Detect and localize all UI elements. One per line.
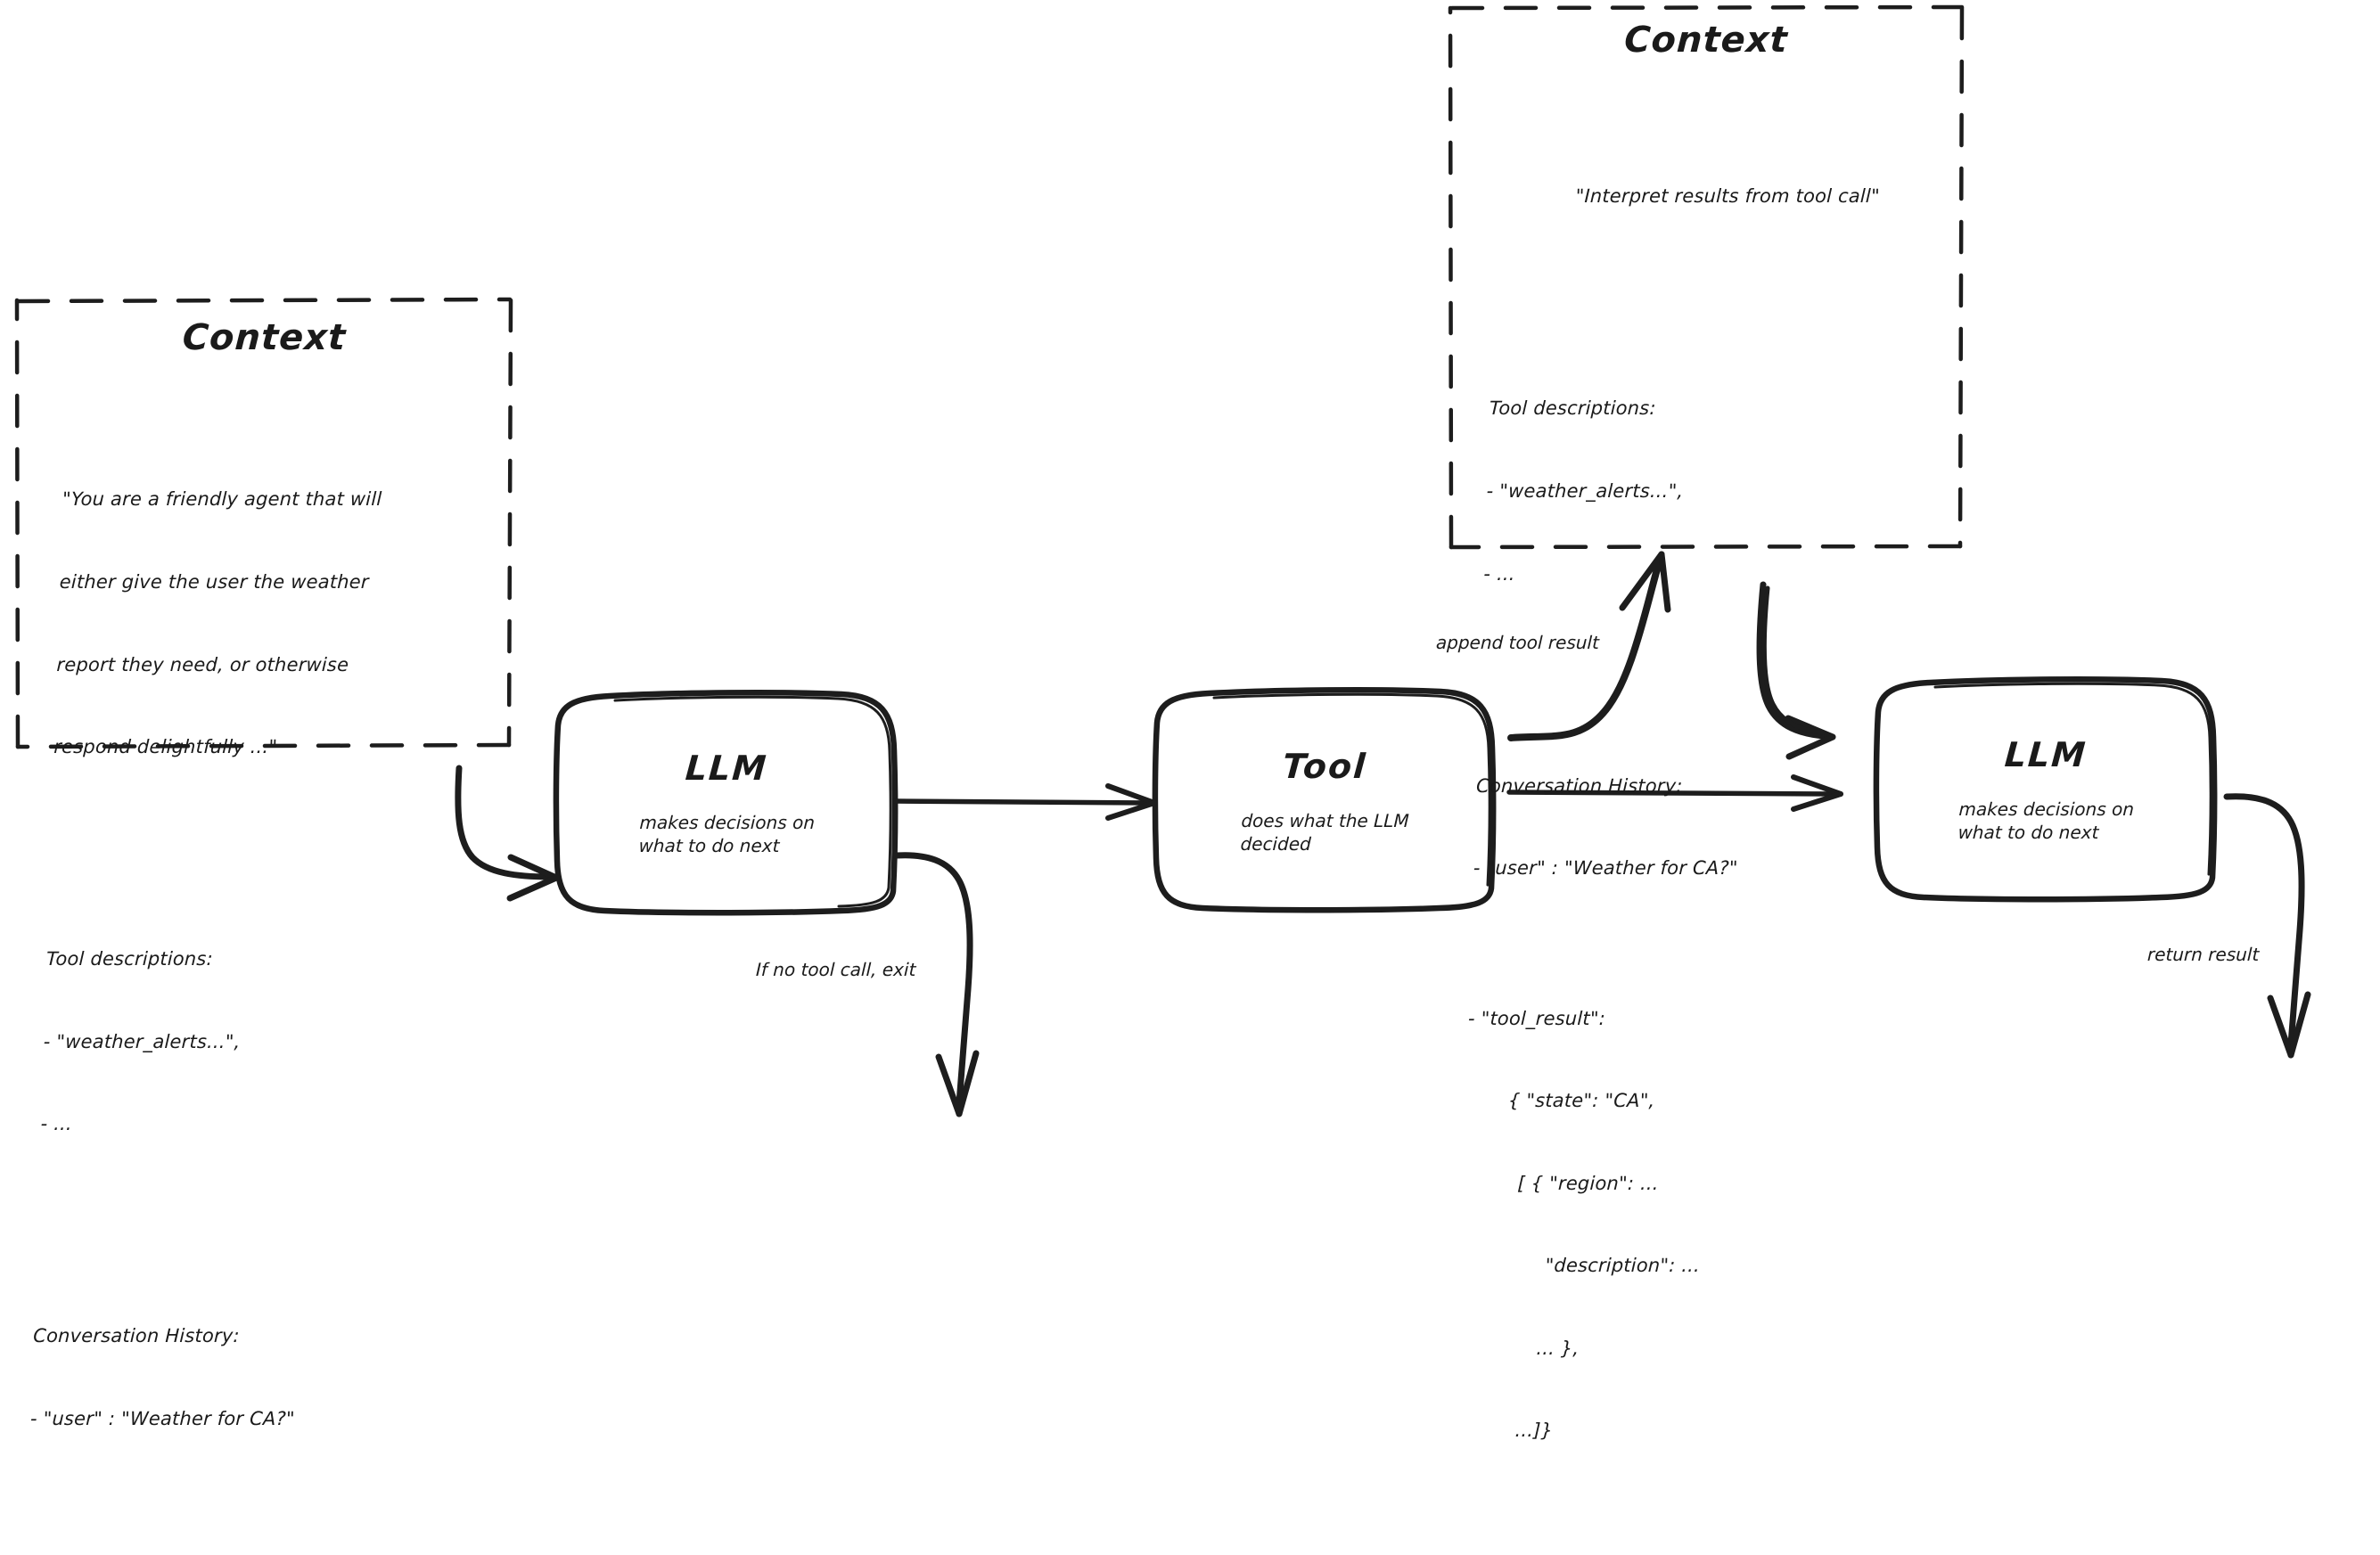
node-llm-left-title: LLM	[684, 748, 769, 788]
context-left-history-line: Conversation History:	[32, 1325, 241, 1347]
edge-return-result-arrow	[2223, 793, 2311, 1059]
context-left-tools-line: - "weather_alerts...",	[43, 1030, 241, 1052]
context-left-prompt-line: either give the user the weather	[59, 571, 370, 593]
context-left-history-line: - "user" : "Weather for CA?"	[29, 1407, 296, 1429]
context-right-tool-descriptions: Tool descriptions: - "weather_alerts..."…	[1481, 340, 1954, 642]
context-right-history-line: - "tool_result":	[1467, 1007, 1606, 1029]
node-llm-left[interactable]: LLM makes decisions on what to do next	[557, 693, 896, 913]
edge-llm-to-tool-arrow	[892, 783, 1157, 821]
node-tool-subtitle-line: decided	[1240, 833, 1312, 855]
context-right-title: Context	[1623, 20, 1789, 61]
edge-label-append-tool-result: append tool result	[1435, 632, 1600, 653]
context-right-system-prompt: "Interpret results from tool call"	[1494, 128, 1960, 266]
diagram-canvas: Context "You are a friendly agent that w…	[14, 4, 2311, 1441]
node-llm-right[interactable]: LLM makes decisions on what to do next	[1876, 681, 2215, 898]
context-right-history-line: [ { "region": ...	[1462, 1172, 1660, 1194]
context-right-history-line: ...]}	[1453, 1420, 1554, 1442]
context-left-tools-line: - ...	[40, 1113, 73, 1135]
node-tool-subtitle: does what the LLM decided	[1240, 809, 1409, 856]
context-right-box: Context "Interpret results from tool cal…	[1450, 7, 1962, 1441]
context-right-tools-line: - "weather_alerts...",	[1486, 480, 1684, 503]
context-right-history-line: "description": ...	[1458, 1255, 1701, 1277]
context-left-body: "You are a friendly agent that will eith…	[26, 376, 503, 1543]
context-left-tool-descriptions: Tool descriptions: - "weather_alerts..."…	[38, 890, 485, 1192]
context-right-prompt-line: "Interpret results from tool call"	[1575, 185, 1881, 208]
context-left-box: Context "You are a friendly agent that w…	[18, 299, 511, 1429]
node-tool-subtitle-line: does what the LLM	[1240, 809, 1409, 831]
node-llm-left-subtitle-line: makes decisions on	[638, 811, 816, 833]
context-right-tools-line: Tool descriptions:	[1489, 397, 1657, 420]
context-right-conversation-history: Conversation History: - "user" : "Weathe…	[1451, 717, 1941, 1500]
context-right-tools-line: - ...	[1483, 562, 1516, 585]
node-llm-left-subtitle-line: what to do next	[637, 835, 780, 856]
context-left-conversation-history: Conversation History: - "user" : "Weathe…	[28, 1268, 472, 1488]
context-left-tools-line: Tool descriptions:	[45, 948, 214, 970]
context-left-system-prompt: "You are a friendly agent that will eith…	[52, 431, 501, 816]
context-right-history-line: { "state": "CA",	[1465, 1090, 1655, 1112]
node-llm-left-subtitle: makes decisions on what to do next	[638, 811, 815, 858]
node-llm-right-title: LLM	[2003, 734, 2089, 774]
node-llm-right-subtitle-line: makes decisions on	[1957, 798, 2135, 820]
context-right-history-spacer	[1471, 937, 1933, 950]
context-left-prompt-line: "You are a friendly agent that will	[62, 488, 382, 511]
edge-label-return-result: return result	[2146, 944, 2260, 965]
context-right-history-line: Conversation History:	[1475, 774, 1684, 797]
context-right-history-line: - "user" : "Weather for CA?"	[1473, 857, 1739, 880]
edge-no-tool-call-exit-arrow	[892, 852, 980, 1117]
node-llm-right-subtitle-line: what to do next	[1957, 822, 2099, 843]
context-left-prompt-line: report they need, or otherwise	[56, 653, 349, 675]
node-llm-right-subtitle: makes decisions on what to do next	[1957, 798, 2134, 845]
context-left-title: Context	[181, 317, 348, 358]
node-tool[interactable]: Tool does what the LLM decided	[1156, 692, 1493, 911]
context-right-history-line: ... },	[1456, 1337, 1580, 1359]
node-tool-title: Tool	[1281, 746, 1368, 786]
context-left-prompt-line: respond delightfully ..."	[53, 736, 278, 758]
edge-label-no-tool-call-exit: If no tool call, exit	[755, 959, 916, 980]
